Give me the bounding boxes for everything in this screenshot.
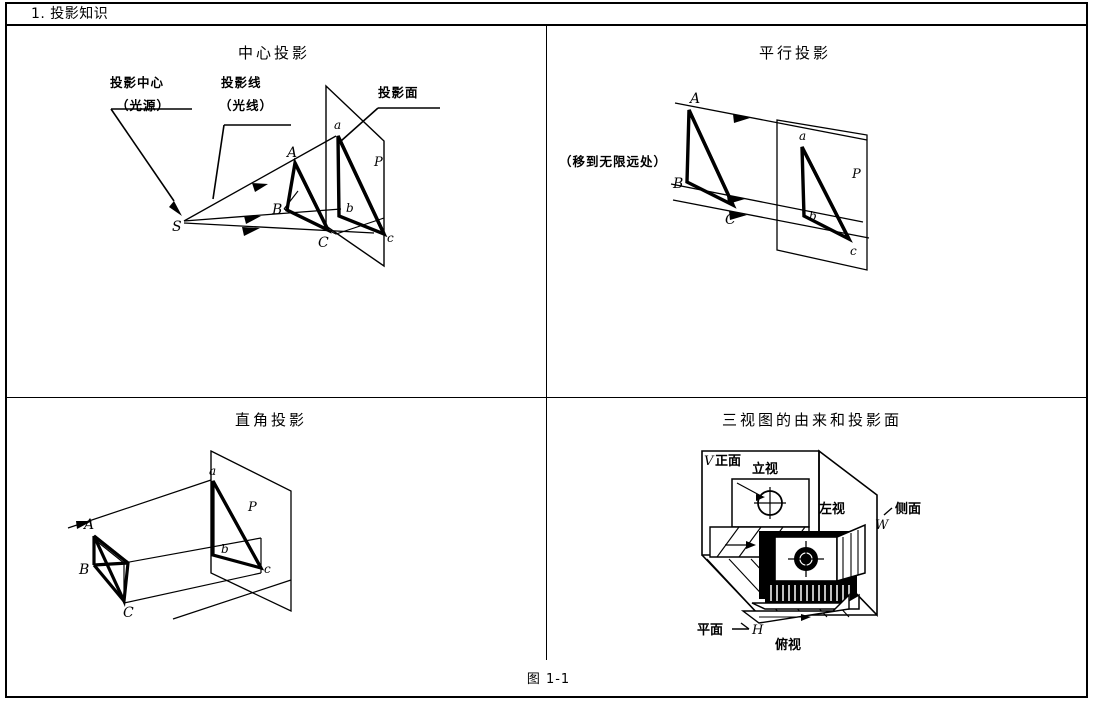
document-outer-border <box>5 2 1088 698</box>
parallel-projection-diagram: A B C a b c P <box>670 91 870 271</box>
leader-h-plane <box>732 622 750 630</box>
label-front-view: 立视 <box>752 461 778 477</box>
label-point-a: a <box>334 118 341 132</box>
label-w-plane: W <box>875 518 890 533</box>
panel-central-projection: 中心投影 <box>6 28 546 397</box>
label-left-view: 左视 <box>819 501 845 517</box>
label-point-C: C <box>725 212 736 228</box>
page-title: 1. 投影知识 <box>31 6 109 22</box>
panel-three-views: 三视图的由来和投影面 <box>547 399 1087 667</box>
orthographic-projection-title: 直角投影 <box>235 411 308 429</box>
image-triangle-abc <box>336 135 388 238</box>
leader-projection-center <box>110 108 192 216</box>
label-point-A: A <box>285 145 297 161</box>
label-plane-P: P <box>247 500 257 515</box>
three-views-diagram: 立视 左视 俯视 正面 侧面 平面 V W H <box>697 449 921 653</box>
projection-rays <box>183 135 375 236</box>
label-h-plane: H <box>751 623 764 638</box>
object-triangle-ABC <box>92 534 130 607</box>
label-point-c: c <box>850 244 857 258</box>
label-v-plane: V <box>704 454 715 469</box>
machine-part-3d <box>751 523 866 610</box>
central-projection-title: 中心投影 <box>238 44 311 62</box>
three-views-title: 三视图的由来和投影面 <box>722 411 903 429</box>
label-point-c: c <box>264 562 271 576</box>
label-projection-center-line2: （光源） <box>116 98 171 113</box>
front-view-drawing <box>731 478 810 528</box>
label-projection-rays-line2: （光线） <box>219 98 274 113</box>
figure-caption: 图 1-1 <box>526 672 571 687</box>
leader-projection-plane <box>340 107 440 142</box>
object-triangle-ABC <box>685 109 737 209</box>
projection-plane-P <box>325 84 385 268</box>
central-projection-diagram: S A B C a b c P <box>110 84 440 268</box>
leader-projection-rays <box>212 124 291 200</box>
image-triangle-abc <box>800 146 853 243</box>
label-projection-center-line1: 投影中心 <box>110 75 165 90</box>
projection-plane-P <box>210 449 292 613</box>
label-point-s: S <box>172 219 182 235</box>
label-plane-P: P <box>851 167 861 182</box>
label-projection-plane: 投影面 <box>378 85 419 100</box>
label-point-a: a <box>799 129 806 143</box>
label-point-b: b <box>221 542 229 556</box>
orthographic-projection-diagram: A B C a b c P <box>67 449 292 621</box>
panel-parallel-projection: 平行投影 <box>547 28 1087 397</box>
vertical-divider <box>546 26 547 660</box>
label-plane-P: P <box>373 155 383 170</box>
leader-side-face <box>883 507 893 516</box>
object-triangle-ABC <box>285 157 332 234</box>
label-point-b: b <box>809 209 817 223</box>
projection-plane-P <box>776 119 868 271</box>
label-plane-face: 平面 <box>697 623 723 638</box>
label-point-C: C <box>318 235 329 251</box>
label-projection-rays-line1: 投影线 <box>221 75 262 90</box>
label-point-A: A <box>82 517 94 533</box>
label-point-A: A <box>688 91 700 107</box>
label-point-c: c <box>387 231 394 245</box>
label-point-b: b <box>346 201 354 215</box>
label-point-B: B <box>78 562 89 578</box>
section-title-bar: 1. 投影知识 <box>5 2 1088 26</box>
label-point-B: B <box>672 176 683 192</box>
label-point-B: B <box>271 202 282 218</box>
panel-orthographic-projection: 直角投影 <box>6 399 546 667</box>
label-side-face: 侧面 <box>895 501 921 517</box>
image-triangle-abc <box>211 480 265 571</box>
label-point-a: a <box>209 464 216 478</box>
label-moved-to-infinity: （移到无限远处） <box>559 154 668 169</box>
top-view-drawing <box>740 593 850 624</box>
parallel-projection-title: 平行投影 <box>759 44 832 62</box>
label-top-view: 俯视 <box>775 637 801 653</box>
label-point-C: C <box>123 605 134 621</box>
label-front-face: 正面 <box>715 454 741 469</box>
